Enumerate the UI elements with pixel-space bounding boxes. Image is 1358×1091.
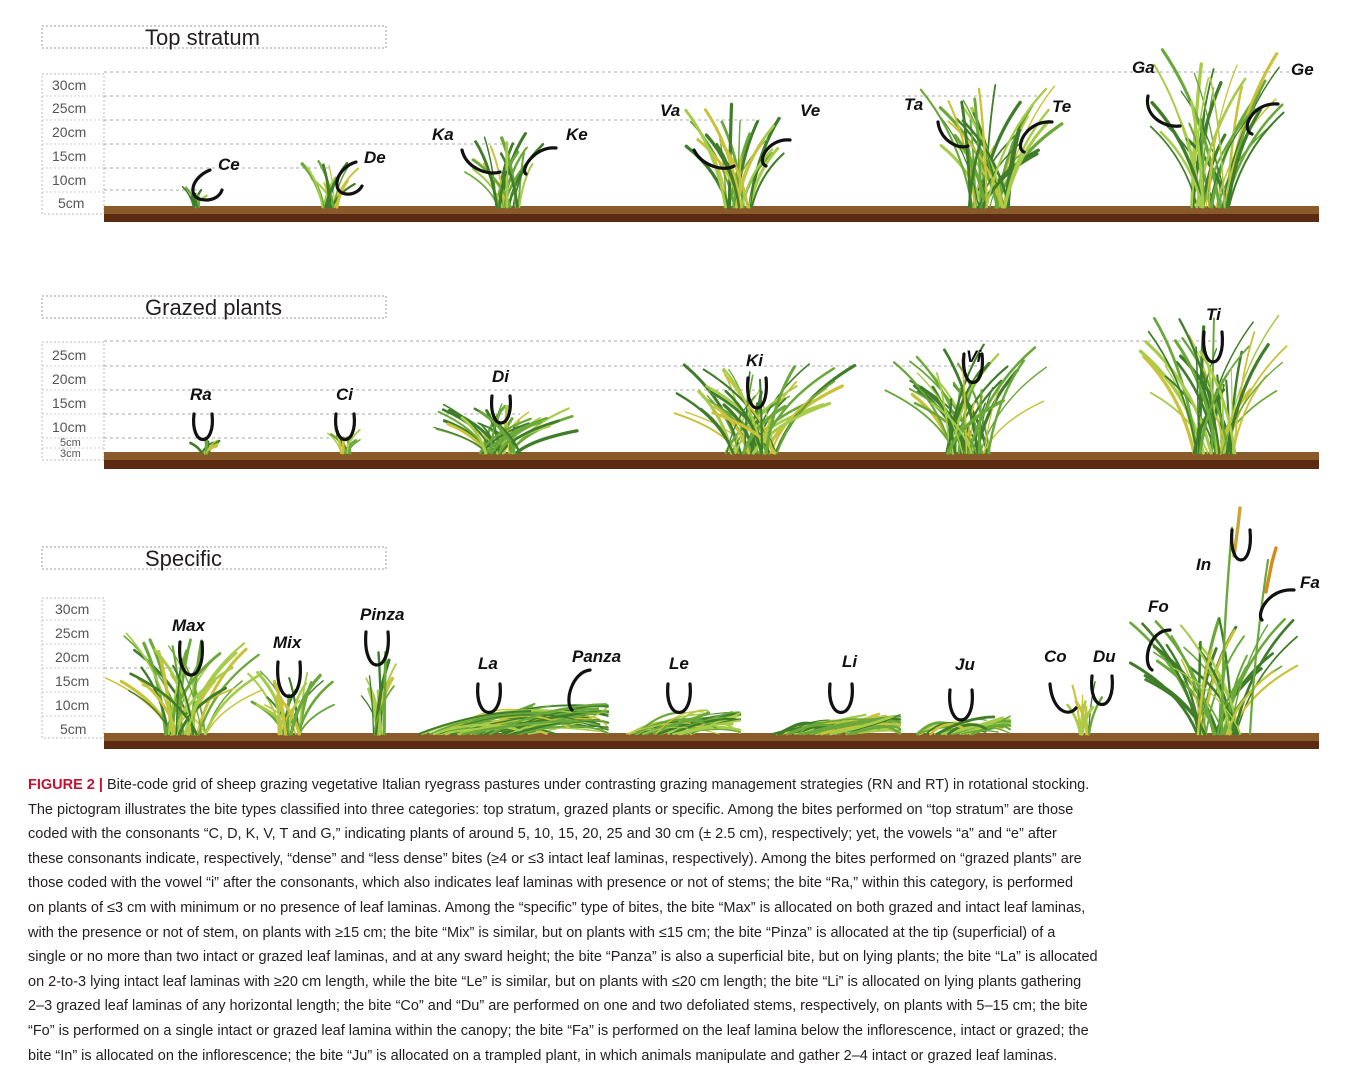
lying-plant <box>627 710 740 734</box>
scale-label: 25cm <box>52 347 86 363</box>
bite-label-max: Max <box>172 616 207 635</box>
bite-marks <box>180 530 1294 720</box>
scale-label: 3cm <box>60 448 81 460</box>
grass-blade <box>206 438 207 453</box>
scale-label: 5cm <box>60 721 86 737</box>
panel-title: Specific <box>145 546 222 571</box>
scale-label: 15cm <box>55 673 89 689</box>
plant-tuft <box>328 430 360 453</box>
bite-label-co: Co <box>1044 647 1067 666</box>
bite-label-ge: Ge <box>1291 60 1314 79</box>
scale-label: 15cm <box>52 395 86 411</box>
soil-strip <box>104 206 1319 222</box>
bite-label-ti: Ti <box>1206 305 1222 324</box>
scale-label: 10cm <box>55 697 89 713</box>
caption-text: Bite-code grid of sheep grazing vegetati… <box>103 777 1089 793</box>
bite-code-figure: Top stratum 30cm 25cm 20cm 15cm 10cm 5cm <box>0 0 1358 760</box>
scale-label: 25cm <box>55 625 89 641</box>
bite-label-ra: Ra <box>190 385 212 404</box>
scale-label: 15cm <box>52 148 86 164</box>
bite-label-va: Va <box>660 101 680 120</box>
plant-tuft <box>106 633 263 734</box>
caption-line: coded with the consonants “C, D, K, V, T… <box>28 822 1332 847</box>
figure-caption: FIGURE 2 | Bite-code grid of sheep grazi… <box>28 773 1332 1068</box>
height-scale: 30cm 25cm 20cm 15cm 10cm 5cm <box>42 598 104 738</box>
scale-label: 20cm <box>55 649 89 665</box>
panel-top-stratum: Top stratum 30cm 25cm 20cm 15cm 10cm 5cm <box>42 25 1319 222</box>
bite-label-te: Te <box>1052 97 1071 116</box>
height-scale: 25cm 20cm 15cm 10cm 5cm 3cm <box>42 342 104 460</box>
caption-line: FIGURE 2 | Bite-code grid of sheep grazi… <box>28 773 1332 798</box>
bite-label-la: La <box>478 654 498 673</box>
bite-label-in: In <box>1196 555 1211 574</box>
bite-label-ki: Ki <box>746 351 764 370</box>
bite-label-di: Di <box>492 367 510 386</box>
bite-label-ci: Ci <box>336 385 354 404</box>
figure-label: FIGURE 2 | <box>28 777 103 793</box>
grass-blade <box>190 443 201 453</box>
panel-specific: Specific 30cm 25cm 20cm 15cm 10cm 5cm <box>42 508 1320 749</box>
soil-strip <box>104 452 1319 469</box>
bite-label-ga: Ga <box>1132 58 1155 77</box>
scale-label: 10cm <box>52 419 86 435</box>
panel-grazed-plants: Grazed plants 25cm 20cm 15cm 10cm 5cm 3c… <box>42 295 1319 469</box>
scale-label: 30cm <box>52 77 86 93</box>
bite-label-mix: Mix <box>273 633 303 652</box>
caption-line: on plants of ≤3 cm with minimum or no pr… <box>28 896 1332 921</box>
caption-line: on 2-to-3 lying intact leaf laminas with… <box>28 970 1332 995</box>
plant-tuft <box>434 404 577 453</box>
lying-plant <box>419 704 608 734</box>
caption-line: single or no more than two intact or gra… <box>28 945 1332 970</box>
plant-tuft <box>248 671 334 734</box>
scale-label: 25cm <box>52 100 86 116</box>
height-scale: 30cm 25cm 20cm 15cm 10cm 5cm <box>42 74 104 214</box>
bite-label-vi: Vi <box>966 347 983 366</box>
bite-label-ce: Ce <box>218 155 240 174</box>
plant-tuft <box>921 85 1062 207</box>
scale-label: 20cm <box>52 371 86 387</box>
scale-label: 5cm <box>58 195 84 211</box>
bite-label-de: De <box>364 148 386 167</box>
bite-label-panza: Panza <box>572 647 621 666</box>
bite-label-fo: Fo <box>1148 597 1169 616</box>
grass-blade <box>686 110 726 207</box>
scale-label: 10cm <box>52 172 86 188</box>
caption-line: “Fo” is performed on a single intact or … <box>28 1019 1332 1044</box>
bite-label-ta: Ta <box>904 95 923 114</box>
bite-label-ve: Ve <box>800 101 820 120</box>
height-guides <box>104 341 1220 438</box>
caption-line: 2–3 grazed leaf laminas of any horizonta… <box>28 994 1332 1019</box>
caption-line: with the presence or not of stem, on pla… <box>28 921 1332 946</box>
bite-label-li: Li <box>842 652 858 671</box>
bite-label-du: Du <box>1093 647 1116 666</box>
caption-line: those coded with the vowel “i” after the… <box>28 871 1332 896</box>
panel-title: Grazed plants <box>145 295 282 320</box>
caption-line: bite “In” is allocated on the infloresce… <box>28 1044 1332 1069</box>
lying-plant <box>773 714 900 734</box>
panel-title: Top stratum <box>145 25 260 50</box>
caption-line: these consonants indicate, respectively,… <box>28 847 1332 872</box>
bite-label-ka: Ka <box>432 125 454 144</box>
bite-label-le: Le <box>669 654 689 673</box>
grass-blade <box>384 652 385 734</box>
scale-label: 20cm <box>52 124 86 140</box>
bite-label-ju: Ju <box>955 655 975 674</box>
plant-tuft <box>1151 50 1284 207</box>
bite-label-ke: Ke <box>566 125 588 144</box>
caption-line: The pictogram illustrates the bite types… <box>28 798 1332 823</box>
bite-label-pinza: Pinza <box>360 605 404 624</box>
scale-label: 30cm <box>55 601 89 617</box>
plant-tuft <box>1068 682 1102 734</box>
height-guides <box>104 72 1300 190</box>
bite-label-fa: Fa <box>1300 573 1320 592</box>
plant-tuft <box>1141 316 1287 453</box>
